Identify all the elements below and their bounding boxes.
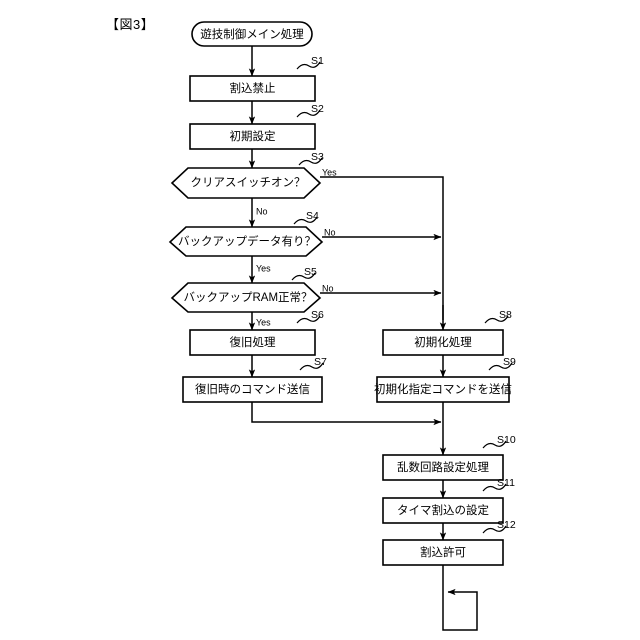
node-s9[interactable]: 初期化指定コマンドを送信	[374, 376, 512, 403]
s9-step-label: S9	[503, 356, 516, 368]
s6-process-shape	[189, 329, 316, 356]
s10-label: 乱数回路設定処理	[397, 460, 489, 474]
s8-leader-line	[484, 315, 509, 324]
s10-step-label: S10	[497, 434, 516, 446]
s9-label: 初期化指定コマンドを送信	[374, 382, 512, 396]
s10-process-shape	[382, 454, 504, 481]
node-s10[interactable]: 乱数回路設定処理	[382, 454, 504, 481]
start-terminator-shape	[191, 21, 313, 47]
s11-process-shape	[382, 497, 504, 524]
s10-leader-line	[482, 440, 507, 449]
s12-label: 割込許可	[420, 545, 466, 559]
s5-yes-branch-label: Yes	[256, 317, 271, 327]
s4-no-branch-label: No	[324, 227, 336, 237]
s11-label: タイマ割込の設定	[397, 503, 489, 517]
node-s1[interactable]: 割込禁止	[189, 75, 316, 102]
s6-step-label: S6	[311, 309, 324, 321]
s11-step-label: S11	[497, 477, 515, 489]
s9-process-shape	[376, 376, 510, 403]
node-s3[interactable]: クリアスイッチオン？	[170, 167, 322, 199]
s5-leader-line	[291, 272, 316, 281]
node-s11[interactable]: タイマ割込の設定	[382, 497, 504, 524]
s12-process-shape	[382, 539, 504, 566]
s4-decision-shape	[168, 226, 324, 257]
s4-leader-line	[293, 216, 318, 225]
edge-s3-yes-to-trunk	[320, 176, 444, 320]
node-start[interactable]: 遊技制御メイン処理	[191, 21, 313, 47]
s1-process-shape	[189, 75, 316, 102]
s3-leader-line	[298, 157, 323, 166]
s12-leader-line	[482, 525, 507, 534]
s11-leader-line	[482, 483, 507, 492]
s8-step-label: S8	[499, 309, 512, 321]
s3-step-label: S3	[311, 151, 324, 163]
s7-label: 復旧時のコマンド送信	[195, 382, 310, 396]
node-s8[interactable]: 初期化処理	[382, 329, 504, 356]
edge-s12-loopback	[442, 565, 478, 631]
s8-process-shape	[382, 329, 504, 356]
s6-label: 復旧処理	[230, 335, 276, 349]
s8-label: 初期化処理	[414, 335, 472, 349]
s4-step-label: S4	[306, 210, 319, 222]
s2-process-shape	[189, 123, 316, 150]
s7-process-shape	[182, 376, 323, 403]
s3-yes-branch-label: Yes	[322, 167, 337, 177]
s3-decision-shape	[170, 167, 322, 199]
node-s4[interactable]: バックアップデータ有り？	[168, 226, 324, 257]
s5-no-branch-label: No	[322, 283, 334, 293]
s2-label: 初期設定	[230, 129, 276, 143]
s6-leader-line	[296, 315, 321, 324]
s3-label: クリアスイッチオン？	[191, 176, 306, 189]
s2-step-label: S2	[311, 103, 324, 115]
node-s2[interactable]: 初期設定	[189, 123, 316, 150]
s1-label: 割込禁止	[230, 81, 276, 95]
s4-yes-branch-label: Yes	[256, 263, 271, 273]
edge-s7-merge	[251, 402, 442, 426]
s7-step-label: S7	[314, 356, 327, 368]
s1-step-label: S1	[311, 55, 324, 67]
s1-leader-line	[296, 61, 321, 70]
s4-label: バックアップデータ有り？	[178, 234, 316, 248]
s3-no-branch-label: No	[256, 206, 268, 216]
node-s6[interactable]: 復旧処理	[189, 329, 316, 356]
s7-leader-line	[299, 362, 324, 371]
figure-number-label: 【図3】	[106, 17, 155, 32]
s9-leader-line	[488, 362, 513, 371]
s5-decision-shape	[170, 282, 322, 313]
start-label: 遊技制御メイン処理	[200, 27, 304, 41]
node-s5[interactable]: バックアップRAM正常？	[170, 282, 322, 313]
node-s7[interactable]: 復旧時のコマンド送信	[182, 376, 323, 403]
s5-step-label: S5	[304, 266, 317, 278]
connectors	[248, 46, 478, 631]
s2-leader-line	[296, 109, 321, 118]
s12-step-label: S12	[497, 519, 516, 531]
node-s12[interactable]: 割込許可	[382, 539, 504, 566]
s5-label: バックアップRAM正常？	[183, 291, 312, 304]
